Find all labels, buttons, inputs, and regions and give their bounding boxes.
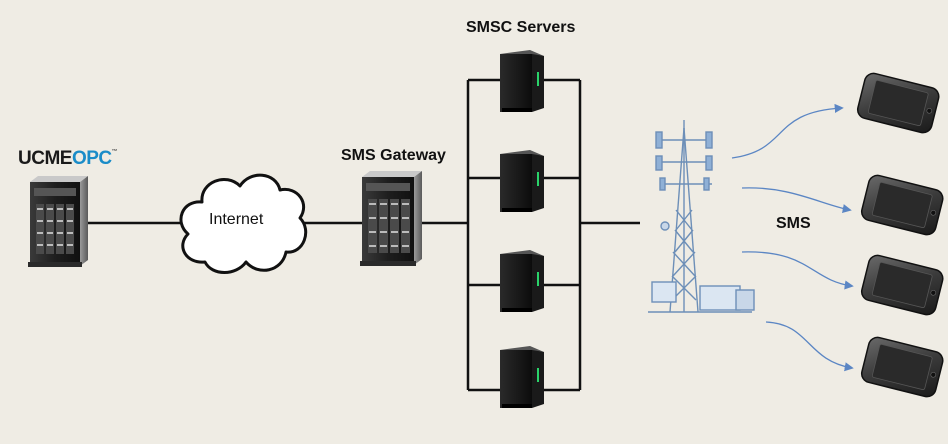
logo-accent-text: OPC xyxy=(71,148,112,169)
rack-server-icon xyxy=(500,250,544,312)
phone-icon xyxy=(860,174,944,236)
phone-icon xyxy=(856,72,940,134)
rack-server-icon xyxy=(500,150,544,212)
sms-label: SMS xyxy=(776,215,811,232)
logo-trademark: ™ xyxy=(111,149,118,155)
arrow-phone-4 xyxy=(765,321,854,372)
tower-server-icon xyxy=(28,176,88,267)
logo-main-text: UCME xyxy=(18,148,72,169)
cell-tower-icon xyxy=(648,120,755,313)
phone-icon xyxy=(860,336,944,398)
cloud-icon xyxy=(179,173,308,274)
arrow-phone-3 xyxy=(741,251,854,290)
sms-arrows xyxy=(731,103,854,372)
smsc-servers-label: SMSC Servers xyxy=(466,19,576,36)
phone-icon xyxy=(860,254,944,316)
arrow-phone-2 xyxy=(741,187,852,214)
rack-server-icon xyxy=(500,50,544,112)
internet-label: Internet xyxy=(209,211,264,228)
arrow-phone-1 xyxy=(731,103,844,159)
tower-server-icon xyxy=(360,171,422,266)
ucme-opc-logo: UCMEOPC™ xyxy=(18,148,118,170)
rack-server-icon xyxy=(500,346,544,408)
sms-gateway-label: SMS Gateway xyxy=(341,147,446,164)
